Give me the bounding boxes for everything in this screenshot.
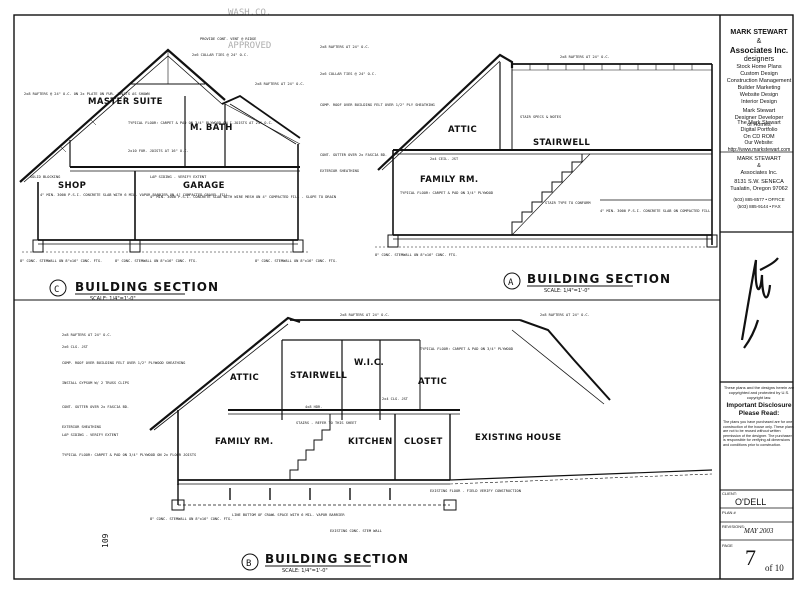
note-ceiling-a: 2x4 CEIL. JST xyxy=(430,157,459,161)
note-exterior-a: EXTERIOR SHEATHING xyxy=(320,169,359,173)
note-collar-a: 2x6 COLLAR TIES @ 24" O.C. xyxy=(320,72,376,76)
room-m-bath: M. BATH xyxy=(190,123,233,133)
note-roof-a: 2x8 RAFTERS AT 24" O.C. xyxy=(560,55,610,59)
note-comp-roof-a: COMP. ROOF OVER BUILDING FELT OVER 1/2" … xyxy=(320,103,435,107)
note-ridge: PROVIDE CONT. VENT @ RIDGE xyxy=(200,37,256,41)
title-block xyxy=(720,151,793,541)
notice-title: Important Disclosure Please Read: xyxy=(726,402,792,417)
section-a-drawing xyxy=(375,53,718,248)
svg-text:SCALE: 1/4"=1'-0": SCALE: 1/4"=1'-0" xyxy=(282,568,328,574)
room-master-suite: MASTER SUITE xyxy=(88,97,163,107)
note-collar-c: 2x6 COLLAR TIES @ 24" O.C. xyxy=(192,53,248,57)
note-stairs-ref: STAIRS - REFER TO THIS SHEET xyxy=(296,421,357,425)
room-attic-a: ATTIC xyxy=(448,125,477,135)
note-crawl-b: LINE BOTTOM OF CRAWL SPACE WITH 6 MIL. V… xyxy=(232,513,345,517)
services-list: Stock Home Plans Custom Design Construct… xyxy=(726,64,792,128)
note-spec-a: STAIR SPECS & NOTES xyxy=(520,115,561,119)
note-lap-b: LAP SIDING - VERIFY EXTENT xyxy=(62,433,119,437)
svg-text:APPROVED: APPROVED xyxy=(228,41,271,51)
plan-label: PLAN # xyxy=(722,510,736,515)
room-kitchen: KITCHEN xyxy=(348,437,393,447)
svg-text:C: C xyxy=(54,285,59,295)
note-blocking: SOLID BLOCKING xyxy=(30,175,60,179)
note-rafters-b: 2x8 RAFTERS AT 24" O.C. xyxy=(62,333,112,337)
notice-body: The plans you have purchased are for one… xyxy=(723,420,794,447)
website-info: Our Website: http://www.markstewart.com xyxy=(723,140,795,153)
room-wic: W.I.C. xyxy=(354,358,384,368)
section-b-title: B BUILDING SECTION SCALE: 1/4"=1'-0" xyxy=(241,552,409,574)
note-floor-c: TYPICAL FLOOR: CARPET & PAD ON 3/4" PLYW… xyxy=(128,121,273,125)
note-floor-b2: TYPICAL FLOOR: CARPET & PAD ON 3/4" PLYW… xyxy=(62,453,196,457)
note-fur-c: 2x10 FUR. JOISTS AT 16" O.C. xyxy=(128,149,189,153)
note-header-b: 4x8 HDR. xyxy=(305,405,322,409)
note-rafters-c: 2x8 RAFTERS AT 24" O.C. xyxy=(255,82,305,86)
section-b-drawing xyxy=(149,316,713,511)
room-stairwell-b: STAIRWELL xyxy=(290,371,347,381)
client-label: CLIENT: xyxy=(722,491,737,496)
svg-text:BUILDING SECTION: BUILDING SECTION xyxy=(265,552,409,566)
note-plate-c: 2x8 RAFTERS @ 24" O.C. ON 2x PLATE ON FU… xyxy=(24,92,150,96)
sheet-border xyxy=(13,14,794,580)
section-c-drawing xyxy=(19,48,310,253)
note-footing-c1: 8" CONC. STEMWALL ON 8"x16" CONC. FTG. xyxy=(20,259,102,263)
portfolio-info: The Mark Stewart Digital Portfolio On CD… xyxy=(737,120,781,140)
note-exterior-b: EXTERIOR SHEATHING xyxy=(62,425,101,429)
svg-text:SCALE: 1/4"=1'-0": SCALE: 1/4"=1'-0" xyxy=(90,296,136,302)
note-gutter-a: CONT. GUTTER OVER 2x FASCIA BD. xyxy=(320,153,387,157)
note-floor-a: TYPICAL FLOOR: CARPET & PAD ON 3/4" PLYW… xyxy=(400,191,493,195)
svg-text:B: B xyxy=(246,559,251,569)
note-gutter-b: CONT. GUTTER OVER 2x FASCIA BD. xyxy=(62,405,129,409)
page-number: 7 xyxy=(745,545,756,570)
approval-stamp: WASH.CO. APPROVED xyxy=(228,8,271,51)
note-siding-c: LAP SIDING - VERIFY EXTENT xyxy=(150,175,207,179)
copyright-disclaimer: These plans and the designs herein are c… xyxy=(723,385,795,400)
room-family-b: FAMILY RM. xyxy=(215,437,273,447)
svg-text:A: A xyxy=(508,278,514,288)
room-closet: CLOSET xyxy=(404,437,443,447)
room-garage: GARAGE xyxy=(183,181,225,191)
note-footing-b: 8" CONC. STEMWALL ON 8"x16" CONC. FTG. xyxy=(150,517,232,521)
note-ceil-b2: 2x4 CLG. JST xyxy=(382,397,409,401)
company-name: MARK STEWART & Associates Inc. designers xyxy=(729,29,789,63)
signature xyxy=(740,257,779,349)
room-family-a: FAMILY RM. xyxy=(420,175,478,185)
room-attic-b2: ATTIC xyxy=(418,377,447,387)
room-shop: SHOP xyxy=(58,181,86,191)
svg-text:WASH.CO.: WASH.CO. xyxy=(228,8,271,18)
note-stem-b: EXISTING CONC. STEM WALL xyxy=(330,529,382,533)
note-garage-slab: 4" MIN. 3000 P.S.I. CONCRETE SLAB WITH W… xyxy=(150,195,336,199)
note-footing-a: 8" CONC. STEMWALL ON 8"x16" CONC. FTG. xyxy=(375,253,457,257)
page-label: PAGE xyxy=(722,543,733,548)
website-link[interactable]: http://www.markstewart.com xyxy=(727,146,791,153)
page-total: of 10 xyxy=(765,563,784,573)
note-stair-a: STAIR TYPE TO CONFORM xyxy=(545,201,591,205)
section-a-title: A BUILDING SECTION SCALE: 1/4"=1'-0" xyxy=(503,272,671,294)
margin-note: 109 xyxy=(101,533,110,548)
room-stairwell-a: STAIRWELL xyxy=(533,138,590,148)
note-rafters-a: 2x8 RAFTERS AT 24" O.C. xyxy=(320,45,370,49)
note-slab-a: 4" MIN. 3000 P.S.I. CONCRETE SLAB ON COM… xyxy=(600,209,710,213)
note-footing-c3: 8" CONC. STEMWALL ON 8"x16" CONC. FTG. xyxy=(255,259,337,263)
note-footing-c2: 8" CONC. STEMWALL ON 8"x16" CONC. FTG. xyxy=(115,259,197,263)
svg-text:BUILDING SECTION: BUILDING SECTION xyxy=(75,280,219,294)
note-trusses-b: INSTALL GYPSUM W/ 2 TRUSS CLIPS xyxy=(62,381,129,385)
revision-label: REVISIONS: xyxy=(722,524,745,529)
svg-text:SCALE: 1/4"=1'-0": SCALE: 1/4"=1'-0" xyxy=(544,288,590,294)
section-c-title: C BUILDING SECTION SCALE: 1/4"=1'-0" xyxy=(49,279,219,302)
note-roof-b: COMP. ROOF OVER BUILDING FELT OVER 1/2" … xyxy=(62,361,185,365)
address-block: MARK STEWART & Associates Inc. 8131 S.W.… xyxy=(730,156,788,209)
note-slab-c: 4" MIN. 3000 P.S.I. CONCRETE SLAB WITH 6… xyxy=(40,193,228,197)
note-rafters-b2: 2x8 RAFTERS AT 24" O.C. xyxy=(340,313,390,317)
note-rafters-b3: 2x8 RAFTERS AT 24" O.C. xyxy=(540,313,590,317)
room-attic-b1: ATTIC xyxy=(230,373,259,383)
note-floor-b: TYPICAL FLOOR: CARPET & PAD ON 3/4" PLYW… xyxy=(420,347,513,351)
note-ceil-b: 2x6 CLG. JST xyxy=(62,345,89,349)
revision-date: MAY 2003 xyxy=(744,527,774,535)
client-name: O'DELL xyxy=(735,497,767,507)
svg-text:BUILDING SECTION: BUILDING SECTION xyxy=(527,272,671,286)
room-existing-house: EXISTING HOUSE xyxy=(475,433,561,443)
note-existing-floor: EXISTING FLOOR - FIELD VERIFY CONSTRUCTI… xyxy=(430,489,521,493)
